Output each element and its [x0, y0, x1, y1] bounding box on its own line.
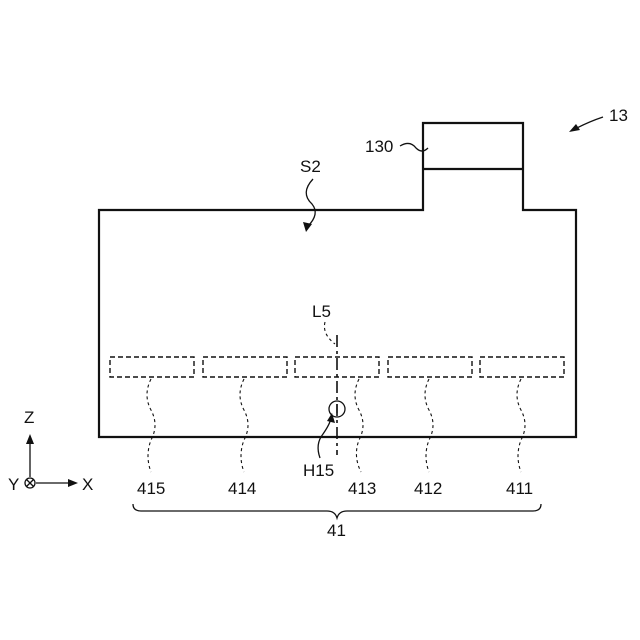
- label-segment-414: 414: [228, 479, 256, 498]
- line-leader: [324, 322, 335, 344]
- space-leader: [306, 179, 315, 226]
- label-space-ref: S2: [300, 157, 321, 176]
- x-axis-label: X: [82, 475, 93, 494]
- segment-412-leader: [425, 379, 433, 472]
- group-brace: [133, 504, 541, 518]
- segment-414: [203, 357, 287, 377]
- label-group-ref: 41: [327, 521, 346, 540]
- label-hole-ref: H15: [303, 461, 334, 480]
- z-axis-label: Z: [24, 408, 34, 427]
- segment-413-leader: [355, 379, 363, 472]
- segment-414-leader: [240, 379, 248, 472]
- label-segment-411: 411: [506, 479, 533, 498]
- label-assembly-ref: 13: [609, 106, 628, 125]
- segment-415-leader: [147, 379, 155, 472]
- label-segment-415: 415: [137, 479, 165, 498]
- x-axis-arrowhead: [68, 479, 78, 487]
- segment-412: [388, 357, 472, 377]
- segment-411: [480, 357, 564, 377]
- segment-411-leader: [517, 379, 525, 472]
- segment-415: [110, 357, 194, 377]
- label-line-ref: L5: [312, 302, 331, 321]
- label-segment-412: 412: [414, 479, 442, 498]
- label-top-part-ref: 130: [365, 137, 393, 156]
- z-axis-arrowhead: [26, 434, 34, 444]
- assembly-arrowhead: [569, 124, 580, 132]
- label-segment-413: 413: [348, 479, 376, 498]
- y-axis-label: Y: [8, 475, 19, 494]
